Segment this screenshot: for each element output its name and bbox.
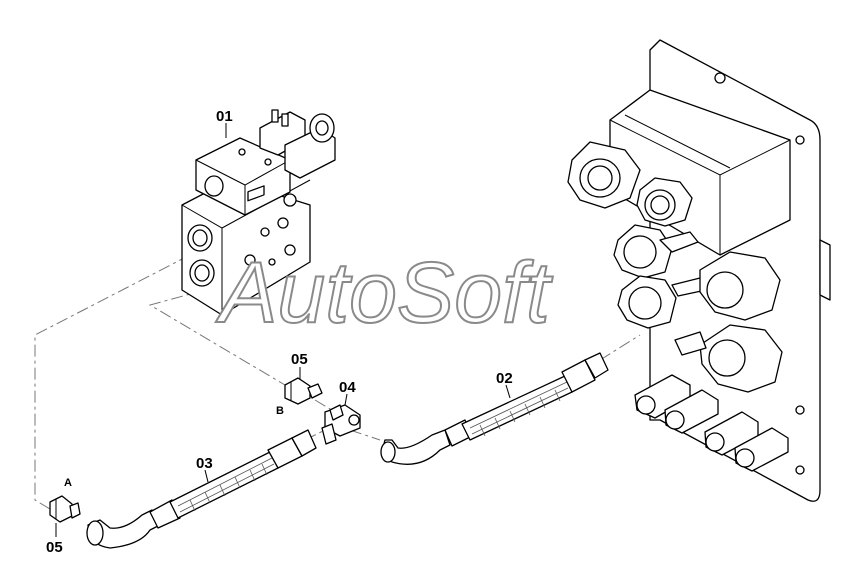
hose-02 bbox=[380, 352, 609, 465]
adapter-b bbox=[284, 377, 323, 405]
adapter-a bbox=[49, 495, 81, 523]
watermark-text: AutoSoft bbox=[215, 245, 553, 341]
tee-fitting bbox=[321, 404, 361, 445]
assembly-lines bbox=[34, 254, 641, 513]
callout-03-hose: 03 bbox=[196, 455, 213, 472]
manifold-fittings bbox=[567, 141, 789, 472]
callout-04-tee: 04 bbox=[339, 379, 356, 396]
callout-05-adapter-a: 05 bbox=[46, 539, 63, 556]
port-letter-a: A bbox=[64, 477, 72, 489]
callout-01-valve: 01 bbox=[216, 108, 233, 125]
hose-03 bbox=[86, 429, 317, 549]
callout-05-adapter-b: 05 bbox=[291, 351, 308, 368]
port-letter-b: B bbox=[276, 405, 284, 417]
solenoid-valve bbox=[181, 109, 336, 316]
callout-02-hose: 02 bbox=[496, 370, 513, 387]
leader-lines bbox=[55, 123, 511, 537]
